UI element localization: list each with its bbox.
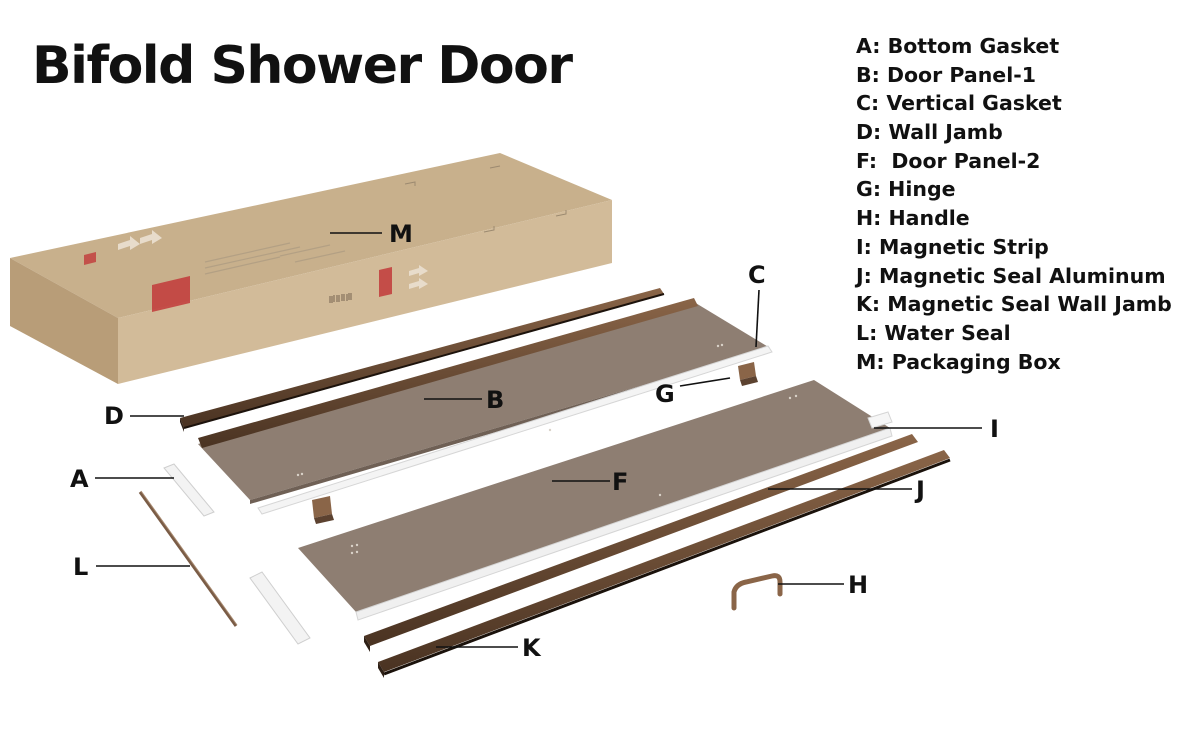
callout-l: L bbox=[73, 553, 88, 581]
box-graphics bbox=[84, 165, 567, 312]
magnetic-seal-aluminum bbox=[364, 434, 918, 652]
legend-item-m: M: Packaging Box bbox=[856, 349, 1061, 374]
legend-item-j: J: Magnetic Seal Aluminum bbox=[856, 263, 1166, 288]
parts-legend: A: Bottom Gasket B: Door Panel-1 C: Vert… bbox=[856, 33, 1172, 377]
water-seal bbox=[138, 490, 238, 627]
legend-item-f: F: Door Panel-2 bbox=[856, 148, 1041, 173]
legend-item-c: C: Vertical Gasket bbox=[856, 91, 1062, 116]
legend-item-l: L: Water Seal bbox=[856, 320, 1011, 345]
magnetic-strip bbox=[867, 411, 893, 429]
legend-item-d: D: Wall Jamb bbox=[856, 120, 1003, 145]
legend-item-h: H: Handle bbox=[856, 206, 970, 231]
legend-item-g: G: Hinge bbox=[856, 177, 956, 202]
callout-h: H bbox=[848, 571, 868, 599]
callout-m: M bbox=[389, 220, 413, 248]
callout-k: K bbox=[522, 634, 542, 662]
wall-jamb bbox=[180, 288, 665, 432]
magnetic-seal-wall-jamb bbox=[378, 450, 951, 678]
callout-i: I bbox=[990, 415, 999, 443]
callout-f: F bbox=[612, 468, 628, 496]
callout-labels: M C B G D I A F J L H K bbox=[70, 220, 999, 662]
callout-j: J bbox=[914, 476, 925, 504]
callout-c: C bbox=[748, 261, 766, 289]
legend-item-b: B: Door Panel-1 bbox=[856, 62, 1036, 87]
hinge bbox=[312, 362, 758, 524]
callout-d: D bbox=[104, 402, 124, 430]
packaging-box bbox=[10, 153, 612, 384]
door-panel-2 bbox=[298, 380, 893, 621]
leader-lines bbox=[95, 232, 982, 648]
callout-a: A bbox=[70, 465, 89, 493]
legend-item-a: A: Bottom Gasket bbox=[856, 34, 1060, 58]
handle bbox=[731, 573, 783, 611]
legend-item-i: I: Magnetic Strip bbox=[856, 234, 1049, 259]
legend-item-k: K: Magnetic Seal Wall Jamb bbox=[856, 292, 1172, 317]
callout-g: G bbox=[655, 380, 675, 408]
bottom-gasket bbox=[163, 463, 311, 645]
callout-b: B bbox=[486, 386, 504, 414]
vertical-gasket bbox=[257, 345, 773, 515]
page-title: Bifold Shower Door bbox=[32, 36, 573, 96]
